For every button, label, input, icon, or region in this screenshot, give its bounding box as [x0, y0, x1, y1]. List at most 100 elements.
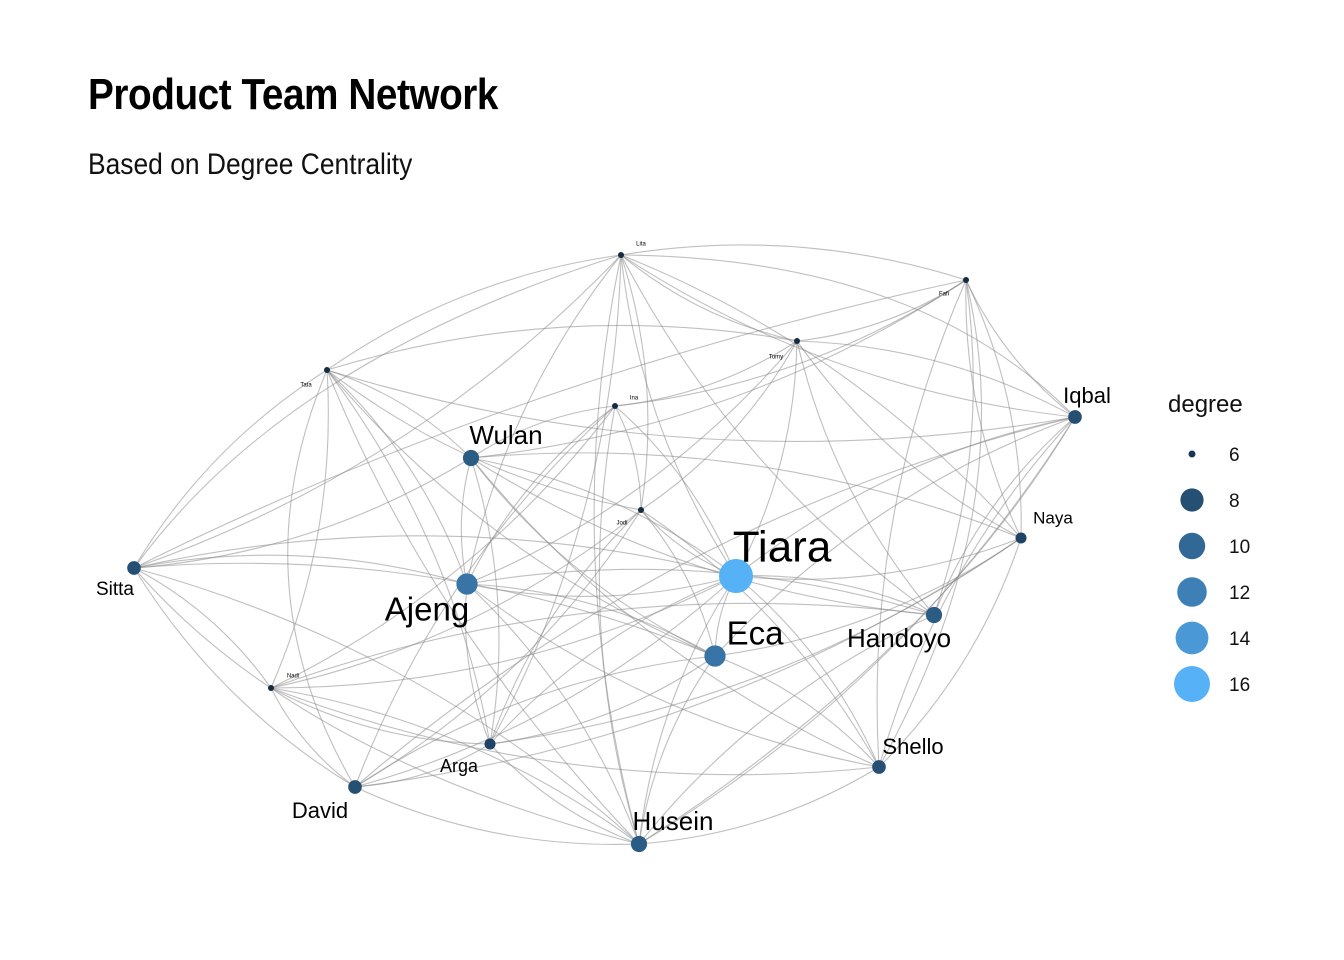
node-iqbal	[1068, 410, 1082, 424]
edge-eca-arga	[489, 655, 716, 745]
node-ina	[612, 403, 618, 409]
edge-outer-sitta-lita	[133, 254, 622, 569]
node-eca	[704, 645, 726, 667]
edge-ajeng-shello	[466, 583, 880, 768]
edge-eca-iqbal	[714, 416, 1076, 657]
edge-tiara-david	[354, 575, 737, 788]
edge-sitta-nadi	[133, 567, 272, 689]
edge-tiara-nadi	[270, 575, 737, 689]
edge-shello-naya	[878, 537, 1022, 768]
node-label-fafi: Fafi	[939, 292, 949, 298]
edge-ina-jodi	[614, 405, 642, 511]
edge-lita-jodi	[620, 254, 649, 511]
node-label-jodi: Jodi	[616, 521, 627, 527]
edge-ajeng-tomy	[466, 340, 798, 585]
legend-key-6	[1188, 450, 1196, 458]
edge-tiara-husein	[638, 575, 737, 845]
edge-outer-tata-david	[287, 369, 356, 788]
edge-david-jodi	[354, 509, 642, 788]
node-label-tiara: Tiara	[733, 523, 832, 572]
node-ajeng	[456, 573, 478, 595]
legend-label-16: 16	[1229, 675, 1250, 696]
edge-outer-lita-iqbal	[620, 254, 1076, 418]
edge-tomy-tata	[326, 324, 798, 371]
node-husein	[630, 835, 648, 853]
node-nadi	[268, 685, 274, 691]
edge-handoyo-fafi	[933, 279, 974, 616]
node-label-handoyo: Handoyo	[847, 623, 951, 653]
node-label-ajeng: Ajeng	[385, 591, 469, 628]
edge-eca-david	[354, 655, 716, 788]
edge-husein-nadi	[270, 687, 640, 845]
edge-tiara-wulan	[470, 457, 737, 577]
edge-naya-lita	[620, 254, 1022, 539]
edge-eca-shello	[714, 655, 880, 768]
edge-arga-nadi	[270, 687, 491, 745]
edge-wulan-naya	[470, 452, 1022, 539]
edge-outer-tata-husein	[326, 369, 640, 845]
edge-wulan-ina	[470, 405, 616, 459]
edge-tiara-sitta	[133, 535, 737, 577]
edge-sitta-david	[133, 567, 356, 788]
legend-label-6: 6	[1229, 445, 1240, 466]
edge-lita-tomy	[620, 254, 798, 342]
legend-key-16	[1174, 666, 1210, 702]
node-handoyo	[925, 606, 943, 624]
edge-handoyo-husein	[638, 614, 935, 845]
edge-tiara-iqbal	[735, 416, 1076, 577]
node-label-arga: Arga	[440, 756, 479, 776]
edge-shello-jodi	[640, 509, 880, 768]
node-label-iqbal: Iqbal	[1063, 383, 1111, 408]
edge-wulan-sitta	[133, 457, 472, 569]
node-naya	[1015, 532, 1027, 544]
node-label-shello: Shello	[882, 734, 943, 759]
edge-wulan-fafi	[470, 279, 967, 459]
legend-key-10	[1178, 532, 1206, 560]
edge-eca-jodi	[640, 509, 716, 657]
edge-ina-nadi	[270, 405, 616, 689]
node-lita	[618, 252, 624, 258]
node-label-sitta: Sitta	[96, 579, 134, 600]
edge-iqbal-tata	[326, 369, 1076, 442]
edge-ina-husein	[598, 405, 640, 845]
edge-outer-sitta-husein	[133, 567, 640, 845]
edge-ajeng-ina	[466, 405, 616, 585]
edge-ajeng-arga	[464, 583, 491, 745]
legend-key-14	[1175, 621, 1209, 655]
legend-label-14: 14	[1229, 629, 1251, 650]
node-sitta	[127, 561, 141, 575]
node-label-tata: Tata	[300, 383, 312, 389]
edge-husein-iqbal	[638, 416, 1076, 845]
node-layer	[127, 252, 1082, 853]
edge-arga-lita	[489, 254, 622, 745]
chart-subtitle: Based on Degree Centrality	[88, 148, 413, 181]
node-label-nadi: Nadi	[287, 674, 299, 680]
edge-ajeng-wulan	[460, 457, 472, 585]
edge-husein-arga	[489, 743, 640, 845]
edge-eca-sitta	[133, 562, 716, 657]
node-fafi	[963, 277, 969, 283]
edge-eca-tata	[326, 369, 716, 657]
edge-iqbal-shello	[878, 416, 1076, 768]
edge-shello-fafi	[876, 279, 967, 768]
edge-lita-fafi	[620, 244, 967, 281]
label-layer: TiaraEcaAjengWulanHandoyoHuseinIqbalSitt…	[96, 242, 1111, 836]
node-label-lita: Lita	[636, 242, 646, 248]
edge-sitta-tata	[133, 369, 328, 569]
edge-tiara-shello	[735, 575, 880, 768]
edge-fafi-naya	[965, 279, 1022, 539]
legend-key-12	[1177, 577, 1207, 607]
edge-outer-sitta-fafi	[133, 279, 967, 569]
node-label-wulan: Wulan	[469, 420, 542, 450]
edge-sitta-husein	[133, 567, 640, 845]
node-tiara	[719, 559, 753, 593]
edge-ajeng-handoyo	[466, 568, 935, 616]
edge-husein-david	[354, 786, 640, 845]
node-tomy	[794, 338, 800, 344]
edge-naya-fafi	[965, 279, 1022, 539]
edge-wulan-shello	[470, 457, 880, 768]
edge-outer-fafi-shello	[878, 279, 982, 768]
edge-ajeng-husein	[466, 583, 640, 845]
edge-tomy-fafi	[796, 279, 967, 342]
